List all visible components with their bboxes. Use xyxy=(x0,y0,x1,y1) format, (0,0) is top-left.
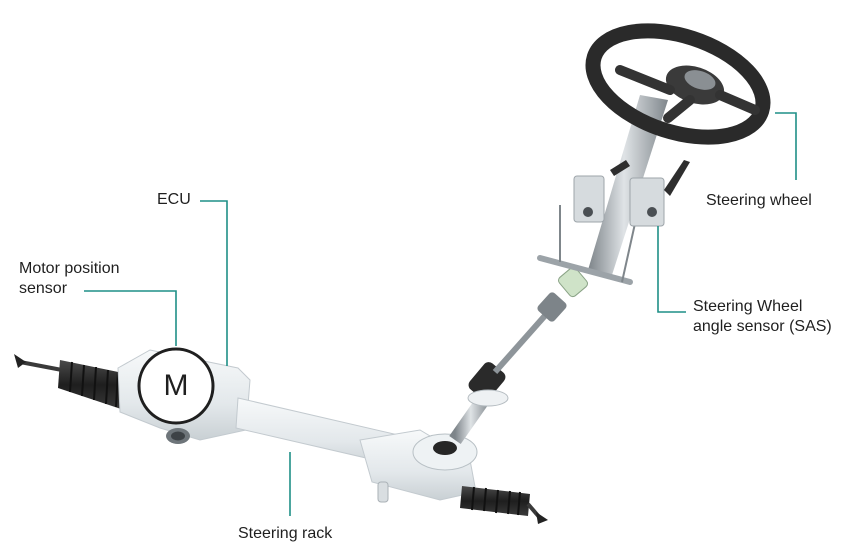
right-boot xyxy=(460,486,530,516)
mount-bar xyxy=(537,255,633,285)
motor-symbol-circle xyxy=(137,347,215,425)
leader-sas xyxy=(657,226,686,313)
column-bracket-right xyxy=(629,177,665,227)
wheel-rim xyxy=(585,23,771,145)
label-sas: Steering Wheel angle sensor (SAS) xyxy=(693,297,832,337)
steering-wheel xyxy=(585,23,771,145)
wheel-spoke-bottom xyxy=(663,95,695,123)
label-steering-wheel: Steering wheel xyxy=(706,192,812,209)
universal-joint-upper xyxy=(537,292,567,322)
intermediate-shaft xyxy=(492,308,553,374)
tilt-lever xyxy=(664,160,690,196)
motor-letter: M xyxy=(163,369,189,402)
left-tie-rod-tip xyxy=(14,354,26,368)
wheel-spoke-left xyxy=(615,65,675,95)
label-motor-position-sensor-line1: Motor position xyxy=(19,260,120,277)
label-ecu: ECU xyxy=(157,191,191,208)
steering-column xyxy=(449,95,690,445)
steering-rack xyxy=(14,349,548,524)
left-boot xyxy=(58,360,128,410)
wheel-spoke-right xyxy=(715,90,760,115)
leader-lines xyxy=(84,112,797,516)
leader-ecu xyxy=(200,200,228,366)
rack-bolt xyxy=(377,481,389,503)
leader-steering-wheel xyxy=(775,112,797,180)
label-motor-position-sensor: Motor position sensor xyxy=(19,259,120,299)
label-sas-line2: angle sensor (SAS) xyxy=(693,318,832,335)
label-sas-line1: Steering Wheel xyxy=(693,298,803,315)
label-steering-rack: Steering rack xyxy=(238,525,333,542)
column-bracket-left xyxy=(573,175,605,223)
sas-collar xyxy=(557,266,589,298)
leader-motor-position-sensor xyxy=(84,290,177,346)
label-motor-position-sensor-line2: sensor xyxy=(19,280,68,297)
left-tie-rod xyxy=(19,360,63,372)
column-tube xyxy=(588,95,668,275)
